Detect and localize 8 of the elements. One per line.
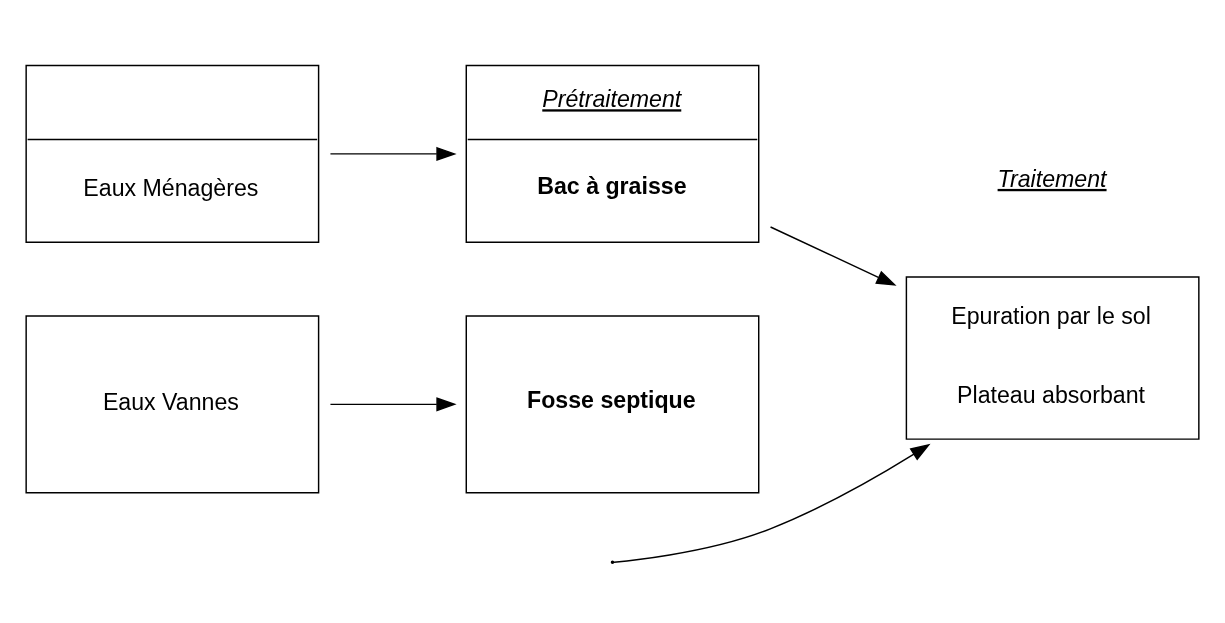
node-box: Fosse septique bbox=[465, 315, 760, 494]
arrow bbox=[329, 146, 457, 161]
arrow bbox=[613, 443, 931, 563]
arrow bbox=[769, 226, 897, 286]
node-box: Epuration par le sol Plateau absorbant bbox=[905, 276, 1200, 440]
node-box: Eaux Vannes bbox=[25, 315, 320, 494]
label: Traitement bbox=[997, 165, 1107, 192]
arrow bbox=[329, 397, 457, 412]
